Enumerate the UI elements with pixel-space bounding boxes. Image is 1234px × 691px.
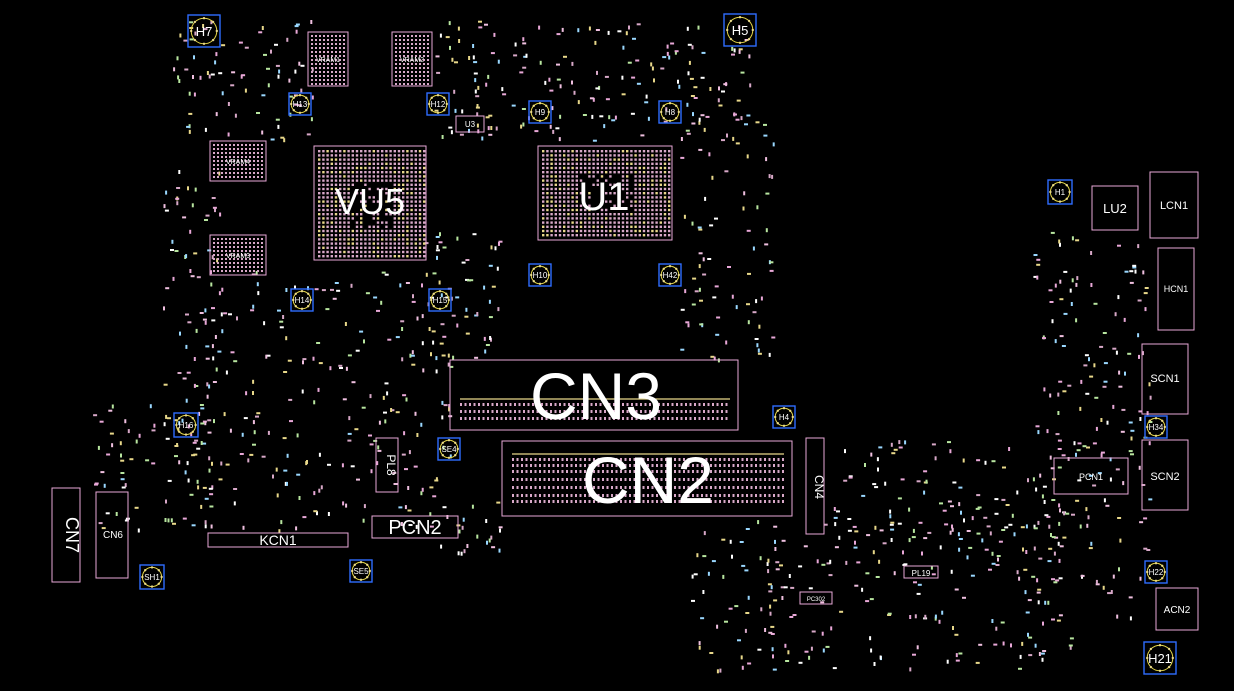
mounting-hole-label: H21 (1148, 651, 1172, 666)
cn2-label: CN2 (582, 443, 714, 517)
mounting-hole-h21[interactable]: H21 (1143, 641, 1177, 675)
lu2-label: LU2 (1103, 201, 1127, 216)
chip-vu5[interactable]: VU5 (313, 145, 427, 261)
vram3-label: VRAM3 (226, 253, 250, 260)
component-pads (93, 20, 1153, 674)
cn6-label: CN6 (103, 530, 123, 541)
vram2[interactable]: VRAM2 (391, 31, 433, 87)
mounting-hole-label: SH1 (144, 573, 160, 582)
mounting-hole-label: H14 (295, 296, 310, 305)
mounting-hole-h4[interactable]: H4 (772, 405, 796, 429)
connector-pcn2[interactable]: PCN2 (371, 515, 459, 539)
kcn1-label: KCN1 (259, 532, 297, 548)
connector-cn4[interactable]: CN4 (805, 437, 826, 535)
hcn1-label: HCN1 (1164, 284, 1189, 294)
inductor-pl19[interactable]: PL19 (903, 565, 939, 579)
scn1-label: SCN1 (1150, 373, 1179, 385)
mounting-hole-label: H9 (535, 108, 546, 117)
vram4-label: VRAM4 (226, 159, 250, 166)
mounting-hole-label: H8 (665, 108, 676, 117)
vram1[interactable]: VRAM1 (307, 31, 349, 87)
connector-cn6[interactable]: CN6 (95, 491, 129, 579)
connector-cn3[interactable]: CN3 (449, 359, 739, 433)
mounting-hole-label: H13 (293, 100, 308, 109)
cn3-label: CN3 (530, 359, 662, 433)
mounting-hole-label: H22 (1149, 568, 1164, 577)
connector-scn1[interactable]: SCN1 (1141, 343, 1189, 415)
mounting-hole-label: H4 (779, 413, 790, 422)
mounting-hole-label: SE5 (353, 567, 369, 576)
mounting-hole-h22[interactable]: H22 (1144, 560, 1168, 584)
mounting-hole-h16[interactable]: H16 (173, 412, 199, 438)
mounting-hole-sh1[interactable]: SH1 (139, 564, 165, 590)
mounting-hole-label: H12 (431, 100, 446, 109)
mounting-hole-h5[interactable]: H5 (723, 13, 757, 47)
pc302-label: PC302 (807, 597, 826, 603)
mounting-hole-label: H10 (533, 271, 548, 280)
vram2-label: VRAM2 (400, 57, 424, 64)
mounting-hole-label: H16 (179, 421, 194, 430)
chip-vu5-label: VU5 (335, 181, 405, 222)
connector-acn2[interactable]: ACN2 (1155, 587, 1199, 631)
chip-u1[interactable]: U1 (537, 145, 673, 241)
connector-hcn1[interactable]: HCN1 (1157, 247, 1195, 331)
mounting-hole-label: H42 (663, 271, 678, 280)
mounting-hole-label: H5 (732, 23, 749, 38)
vram3[interactable]: VRAM3 (209, 234, 267, 276)
mounting-hole-label: SE4 (441, 445, 457, 454)
mounting-hole-h14[interactable]: H14 (290, 288, 314, 312)
mounting-hole-h8[interactable]: H8 (658, 100, 682, 124)
cn7-label: CN7 (62, 517, 82, 553)
connector-kcn1[interactable]: KCN1 (207, 532, 349, 548)
mounting-hole-label: H15 (433, 296, 448, 305)
capacitor-pc302[interactable]: PC302 (799, 591, 833, 605)
pcn2-label: PCN2 (388, 517, 441, 539)
mounting-hole-label: H34 (1149, 423, 1164, 432)
mounting-hole-h7[interactable]: H7 (187, 14, 221, 48)
acn2-label: ACN2 (1164, 605, 1191, 616)
scn2-label: SCN2 (1150, 471, 1179, 483)
mounting-hole-h42[interactable]: H42 (658, 263, 682, 287)
inductor-pl8[interactable]: PL8 (375, 437, 399, 493)
mounting-hole-h9[interactable]: H9 (528, 100, 552, 124)
pl8-label: PL8 (384, 454, 398, 476)
chip-u3[interactable]: U3 (455, 115, 485, 133)
cn4-label: CN4 (812, 475, 826, 499)
mounting-hole-label: H7 (196, 24, 213, 39)
mounting-hole-se4[interactable]: SE4 (437, 437, 461, 461)
connector-pcn1[interactable]: PCN1 (1053, 457, 1129, 495)
mounting-hole-h1[interactable]: H1 (1047, 179, 1073, 205)
vram1-label: VRAM1 (316, 57, 340, 64)
mounting-hole-h34[interactable]: H34 (1144, 415, 1168, 439)
pl19-label: PL19 (912, 569, 931, 578)
chip-u1-label: U1 (578, 175, 629, 219)
connector-scn2[interactable]: SCN2 (1141, 439, 1189, 511)
connector-cn7[interactable]: CN7 (51, 487, 82, 583)
u3-label: U3 (465, 120, 476, 129)
mounting-hole-se5[interactable]: SE5 (349, 559, 373, 583)
pcn1-label: PCN1 (1079, 472, 1103, 482)
lcn1-label: LCN1 (1160, 200, 1188, 212)
connector-cn2[interactable]: CN2 (501, 440, 793, 517)
vram4[interactable]: VRAM4 (209, 140, 267, 182)
mounting-hole-h12[interactable]: H12 (426, 92, 450, 116)
mounting-hole-h13[interactable]: H13 (288, 92, 312, 116)
mounting-hole-h10[interactable]: H10 (528, 263, 552, 287)
chip-lu2[interactable]: LU2 (1091, 185, 1139, 231)
connector-lcn1[interactable]: LCN1 (1149, 171, 1199, 239)
mounting-hole-h15[interactable]: H15 (428, 288, 452, 312)
mounting-hole-label: H1 (1055, 188, 1066, 197)
